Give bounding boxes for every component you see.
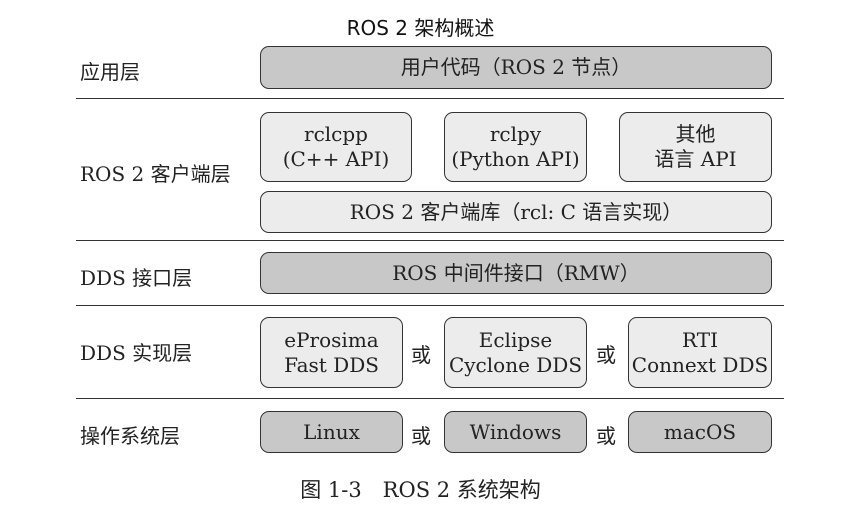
fastdds-vendor: eProsima — [284, 327, 379, 352]
rcl-label: ROS 2 客户端库（rcl: C 语言实现） — [349, 199, 683, 224]
linux-label: Linux — [303, 419, 360, 444]
layer-label-os: 操作系统层 — [80, 424, 180, 448]
macos-box: macOS — [628, 411, 772, 453]
cyclone-box: Eclipse Cyclone DDS — [444, 317, 587, 388]
connext-product: Connext DDS — [631, 352, 769, 377]
layer-divider — [76, 240, 784, 241]
rclcpp-box: rclcpp (C++ API) — [260, 112, 412, 182]
figure-caption: 图 1-3 ROS 2 系统架构 — [300, 478, 541, 502]
rclpy-api: (Python API) — [451, 147, 580, 171]
connext-box: RTI Connext DDS — [628, 317, 772, 388]
fastdds-product: Fast DDS — [284, 352, 379, 377]
user-code-label: 用户代码（ROS 2 节点） — [400, 55, 632, 79]
diagram-title: ROS 2 架构概述 — [346, 16, 495, 40]
rclpy-name: rclpy — [489, 122, 542, 146]
cyclone-vendor: Eclipse — [478, 327, 553, 352]
other-lang-line1: 其他 — [675, 122, 716, 146]
or-label: 或 — [411, 424, 431, 448]
rclcpp-api: (C++ API) — [282, 147, 390, 171]
cyclone-product: Cyclone DDS — [448, 352, 583, 377]
connext-vendor: RTI — [682, 327, 718, 352]
layer-label-dds-interface: DDS 接口层 — [80, 266, 193, 290]
rmw-box: ROS 中间件接口（RMW） — [260, 252, 772, 294]
rclcpp-name: rclcpp — [304, 122, 368, 146]
other-lang-box: 其他 语言 API — [619, 112, 772, 182]
linux-box: Linux — [260, 411, 403, 453]
user-code-box: 用户代码（ROS 2 节点） — [260, 46, 772, 89]
or-label: 或 — [596, 424, 616, 448]
rmw-label: ROS 中间件接口（RMW） — [392, 260, 640, 285]
other-lang-line2: 语言 API — [654, 147, 737, 171]
fastdds-box: eProsima Fast DDS — [260, 317, 403, 388]
or-label: 或 — [596, 343, 616, 367]
layer-label-app: 应用层 — [80, 60, 140, 84]
macos-label: macOS — [663, 419, 737, 444]
layer-divider — [76, 398, 784, 399]
layer-divider — [76, 305, 784, 306]
rclpy-box: rclpy (Python API) — [444, 112, 587, 182]
layer-divider — [76, 98, 784, 99]
layer-label-dds-impl: DDS 实现层 — [80, 341, 193, 365]
rcl-box: ROS 2 客户端库（rcl: C 语言实现） — [260, 191, 772, 233]
windows-label: Windows — [469, 419, 562, 444]
layer-label-client: ROS 2 客户端层 — [80, 162, 231, 186]
or-label: 或 — [411, 343, 431, 367]
windows-box: Windows — [444, 411, 587, 453]
